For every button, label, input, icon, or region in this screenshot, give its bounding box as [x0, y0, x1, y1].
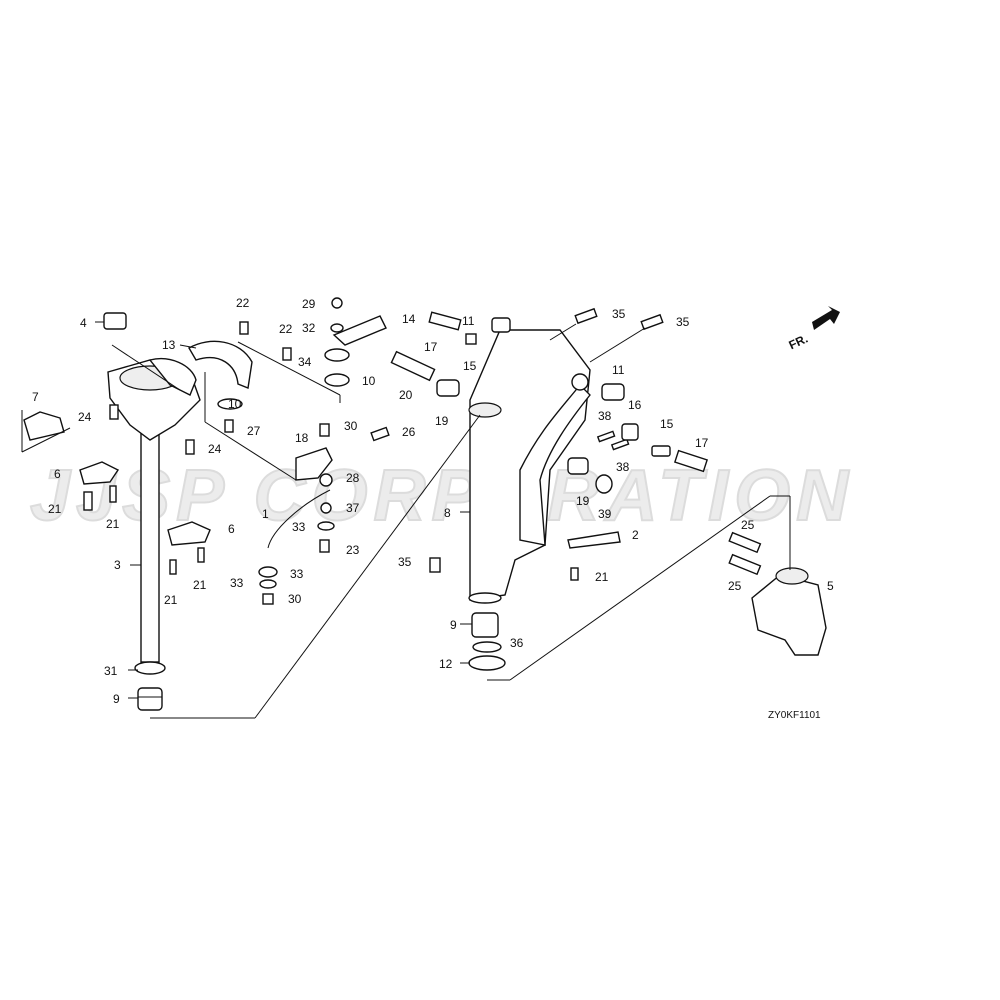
callout-21d: 21 [193, 578, 207, 592]
front-arrow-icon [812, 306, 840, 330]
part-swivel-case [429, 329, 621, 671]
callout-16: 16 [628, 398, 642, 412]
callout-2: 2 [632, 528, 639, 542]
callout-35b: 35 [676, 315, 690, 329]
callout-10b: 10 [362, 374, 376, 388]
callout-15a: 15 [463, 359, 477, 373]
callout-30a: 30 [344, 419, 358, 433]
callout-21e: 21 [595, 570, 609, 584]
callout-21b: 21 [106, 517, 120, 531]
callout-27: 27 [247, 424, 261, 438]
callout-17a: 17 [424, 340, 438, 354]
callout-36: 36 [510, 636, 524, 650]
callout-21c: 21 [164, 593, 178, 607]
callout-33b: 33 [290, 567, 304, 581]
callout-18: 18 [295, 431, 309, 445]
part-column-shaft [107, 358, 201, 711]
callout-30b: 30 [288, 592, 302, 606]
callout-20: 20 [399, 388, 413, 402]
callout-37: 37 [346, 501, 360, 515]
callout-34: 34 [298, 355, 312, 369]
callout-28: 28 [346, 471, 360, 485]
callout-35a: 35 [612, 307, 626, 321]
callout-25b: 25 [728, 579, 742, 593]
callout-25a: 25 [741, 518, 755, 532]
callout-13: 13 [162, 338, 176, 352]
diagram-code: ZY0KF1101 [768, 710, 821, 721]
callout-4: 4 [80, 316, 87, 330]
callout-35c: 35 [398, 555, 412, 569]
callout-1: 1 [262, 507, 269, 521]
front-marker-label: FR. [787, 331, 810, 352]
callout-9a: 9 [113, 692, 120, 706]
leader-lines [21, 321, 791, 719]
callout-12: 12 [439, 657, 453, 671]
callout-11a: 11 [462, 314, 475, 328]
callout-6a: 6 [54, 467, 61, 481]
watermark-text: JJSP CORPORATION [29, 455, 855, 537]
callout-5: 5 [827, 579, 834, 593]
callout-19b: 19 [576, 494, 590, 508]
callout-33a: 33 [292, 520, 306, 534]
callout-10a: 10 [228, 397, 242, 411]
callout-23: 23 [346, 543, 360, 557]
callout-7: 7 [32, 390, 39, 404]
callout-22b: 22 [279, 322, 293, 336]
callout-21a: 21 [48, 502, 62, 516]
callout-17b: 17 [695, 436, 709, 450]
callout-39: 39 [598, 507, 612, 521]
callout-24a: 24 [78, 410, 92, 424]
part-upper-bracket [23, 312, 292, 575]
callout-labels: 1 2 3 4 5 6 6 7 8 9 9 10 10 11 11 12 13 … [32, 296, 834, 706]
callout-38a: 38 [598, 409, 612, 423]
callout-24b: 24 [208, 442, 222, 456]
part-link-assembly [258, 297, 390, 605]
callout-6b: 6 [228, 522, 235, 536]
callout-14: 14 [402, 312, 416, 326]
callout-31: 31 [104, 664, 118, 678]
callout-38b: 38 [616, 460, 630, 474]
callout-33c: 33 [230, 576, 244, 590]
callout-19a: 19 [435, 414, 449, 428]
callout-11b: 11 [612, 363, 625, 377]
callout-22a: 22 [236, 296, 250, 310]
callout-32: 32 [302, 321, 316, 335]
callout-29: 29 [302, 297, 316, 311]
callout-15b: 15 [660, 417, 674, 431]
part-lower-housing [728, 531, 827, 656]
callout-8: 8 [444, 506, 451, 520]
callout-9b: 9 [450, 618, 457, 632]
callout-3: 3 [114, 558, 121, 572]
part-pins-and-bushings [390, 307, 709, 494]
callout-26: 26 [402, 425, 416, 439]
